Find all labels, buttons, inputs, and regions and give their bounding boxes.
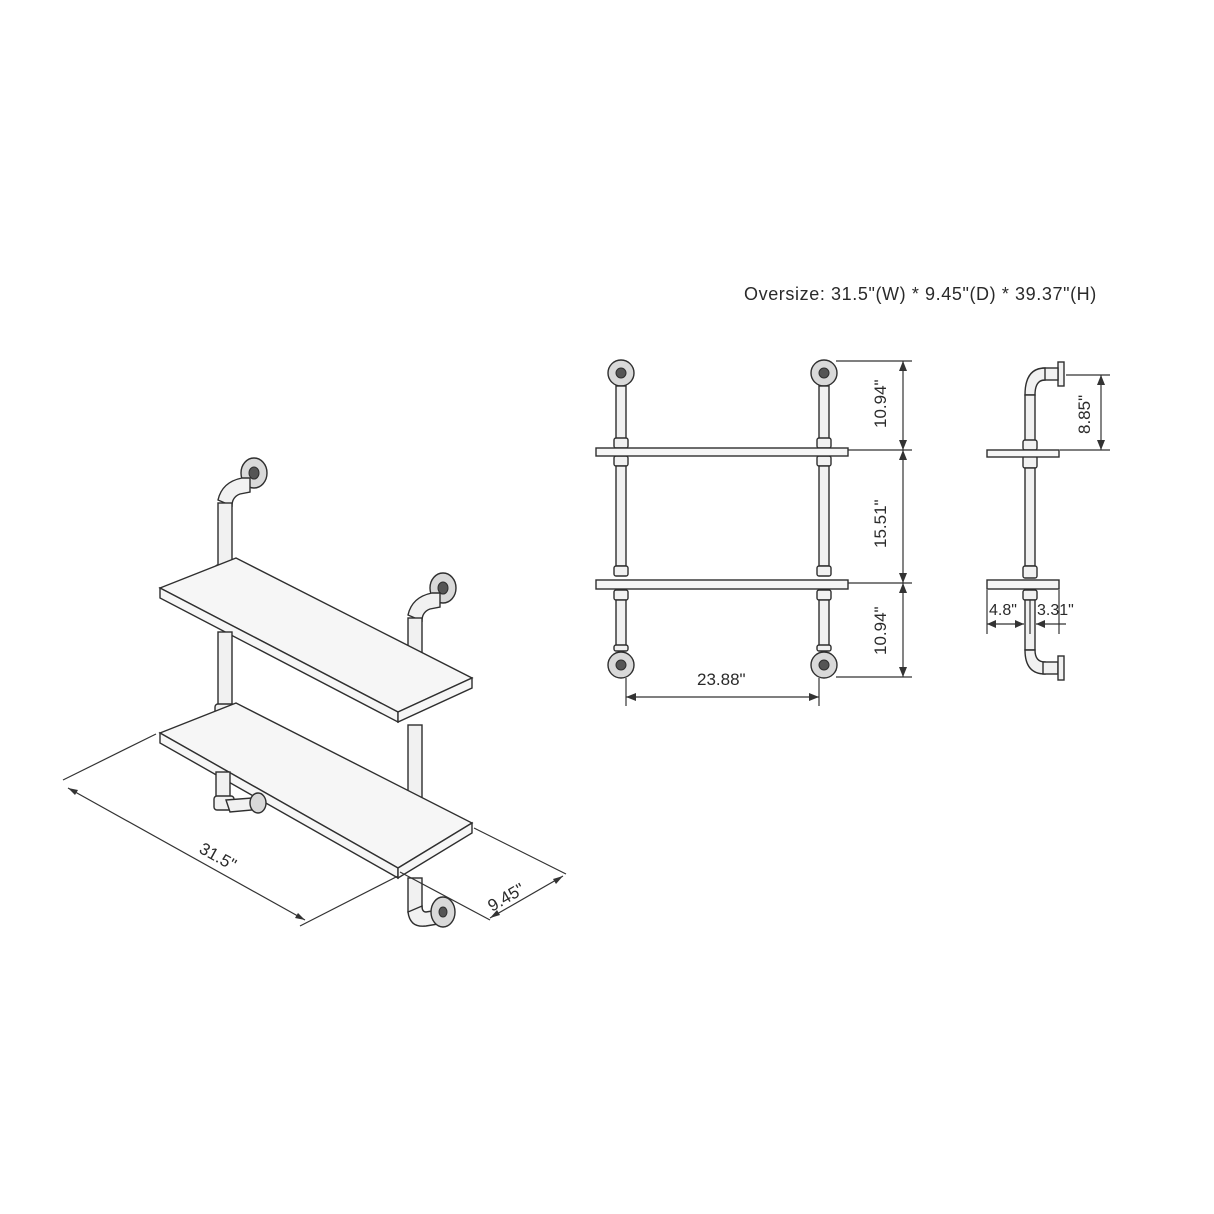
front-top-gap-label: 10.94" — [871, 379, 890, 428]
front-middle-gap-label: 15.51" — [871, 499, 890, 548]
side-height-dimension: 8.85" — [1060, 374, 1110, 451]
side-height-label: 8.85" — [1075, 395, 1094, 434]
isometric-view: 31.5" 9.45" — [62, 457, 567, 928]
front-upper-shelf — [595, 447, 849, 457]
front-lower-shelf — [595, 579, 849, 590]
front-view: 10.94" 15.51" 10.94" 23.88" — [595, 359, 912, 706]
front-height-dimensions: 10.94" 15.51" 10.94" — [836, 360, 912, 678]
iso-bottom-right-flange — [407, 877, 456, 928]
side-bottom-fitting — [1024, 649, 1065, 681]
front-bottom-gap-label: 10.94" — [871, 606, 890, 655]
iso-bottom-left-flange — [213, 771, 267, 814]
iso-upper-shelf — [158, 557, 474, 724]
front-right-pipe — [810, 359, 838, 679]
side-front-offset-label: 4.8" — [989, 602, 1017, 619]
dimensions-title: Oversize: 31.5"(W) * 9.45"(D) * 39.37"(H… — [744, 284, 1097, 304]
front-spacing-dimension: 23.88" — [625, 670, 820, 706]
side-lower-shelf — [986, 579, 1060, 590]
side-top-fitting — [1024, 361, 1065, 396]
iso-width-label: 31.5" — [196, 839, 239, 875]
side-back-offset-label: 3.31" — [1037, 602, 1074, 619]
side-view: 8.85" 4.8" 3.31" — [986, 361, 1110, 681]
front-spacing-label: 23.88" — [697, 670, 746, 689]
side-offset-dimensions: 4.8" 3.31" — [986, 590, 1074, 634]
iso-lower-shelf — [158, 702, 474, 880]
side-upper-shelf — [986, 449, 1060, 458]
front-left-pipe — [607, 359, 635, 679]
iso-depth-label: 9.45" — [485, 879, 528, 915]
